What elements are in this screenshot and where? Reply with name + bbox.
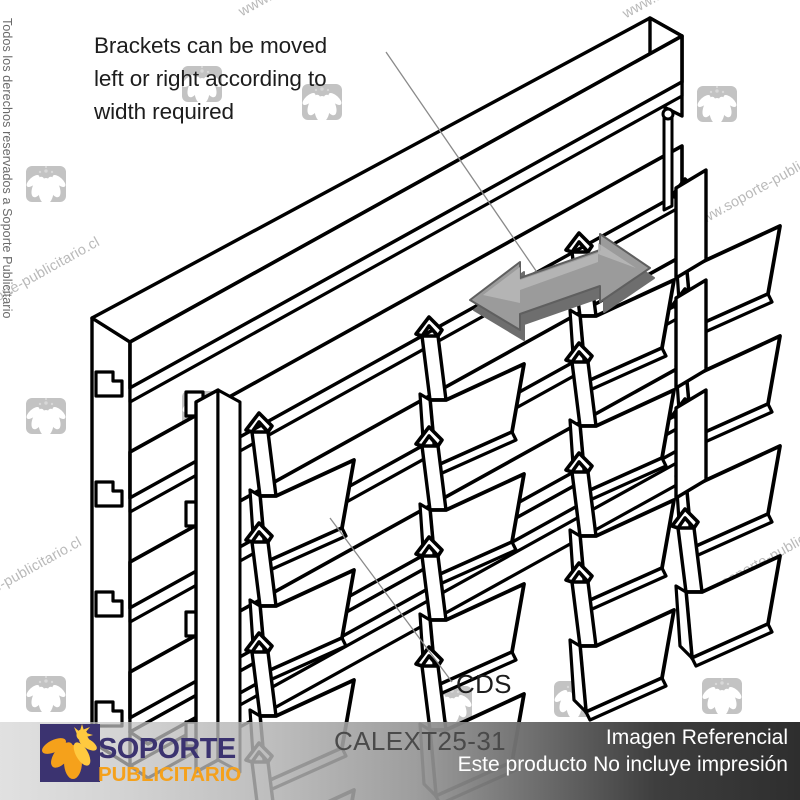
watermark-text: www.soporte-publicitario.cl: [620, 0, 783, 22]
side-flange: [194, 388, 242, 774]
back-panel: [90, 16, 684, 768]
watermark-text: www.soporte-publicitario.cl: [420, 464, 583, 564]
reference-notice-line2: Este producto No incluye impresión: [457, 753, 788, 776]
brand-wordmark: SOPORTE PUBLICITARIO: [98, 735, 241, 786]
watermark-text: www.soporte-publicitario.cl: [320, 164, 483, 264]
reference-notice-line1: Imagen Referencial: [605, 726, 788, 749]
watermark-text: www.soporte-publicitario.cl: [236, 0, 399, 20]
leader-lines: [329, 51, 557, 683]
watermark-text: www.soporte-publicitario.cl: [688, 508, 800, 608]
watermark-text: www.soporte-publicitario.cl: [556, 412, 719, 512]
left-edge-claws: [94, 370, 214, 748]
bracket-column-far-right: [670, 177, 782, 668]
watermark-text: www.soporte-publicitario.cl: [226, 540, 389, 640]
sunburst-flower-logo-icon: [40, 724, 100, 782]
right-vertical-posts: [661, 107, 708, 500]
brand-word-bottom: PUBLICITARIO: [98, 763, 242, 786]
copyright-notice-vertical: Todos los derechos reservados a Soporte …: [0, 18, 14, 319]
callout-note-line: Brackets can be moved: [94, 33, 328, 58]
reference-notice: Imagen Referencial Este producto No incl…: [458, 725, 788, 778]
watermark-text: www.soporte-publicitario.cl: [0, 234, 103, 334]
brand-logo: SOPORTE PUBLICITARIO: [40, 724, 260, 792]
slat-rails: [128, 34, 702, 780]
brand-word-top: SOPORTE: [98, 733, 236, 765]
part-label-cds: CDS: [456, 669, 512, 699]
callout-note: Brackets can be moved left or right acco…: [94, 29, 404, 128]
watermark-text: www.soporte-publicitario.cl: [0, 534, 85, 634]
callout-note-line: left or right according to: [94, 66, 327, 91]
callout-note-line: width required: [94, 99, 234, 124]
bracket-column-right: [564, 231, 676, 722]
adjust-direction-arrow: [469, 233, 655, 341]
watermark-text: www.soporte-publicitario.cl: [196, 474, 359, 574]
watermark-text: www.soporte-publicitario.cl: [690, 132, 800, 232]
